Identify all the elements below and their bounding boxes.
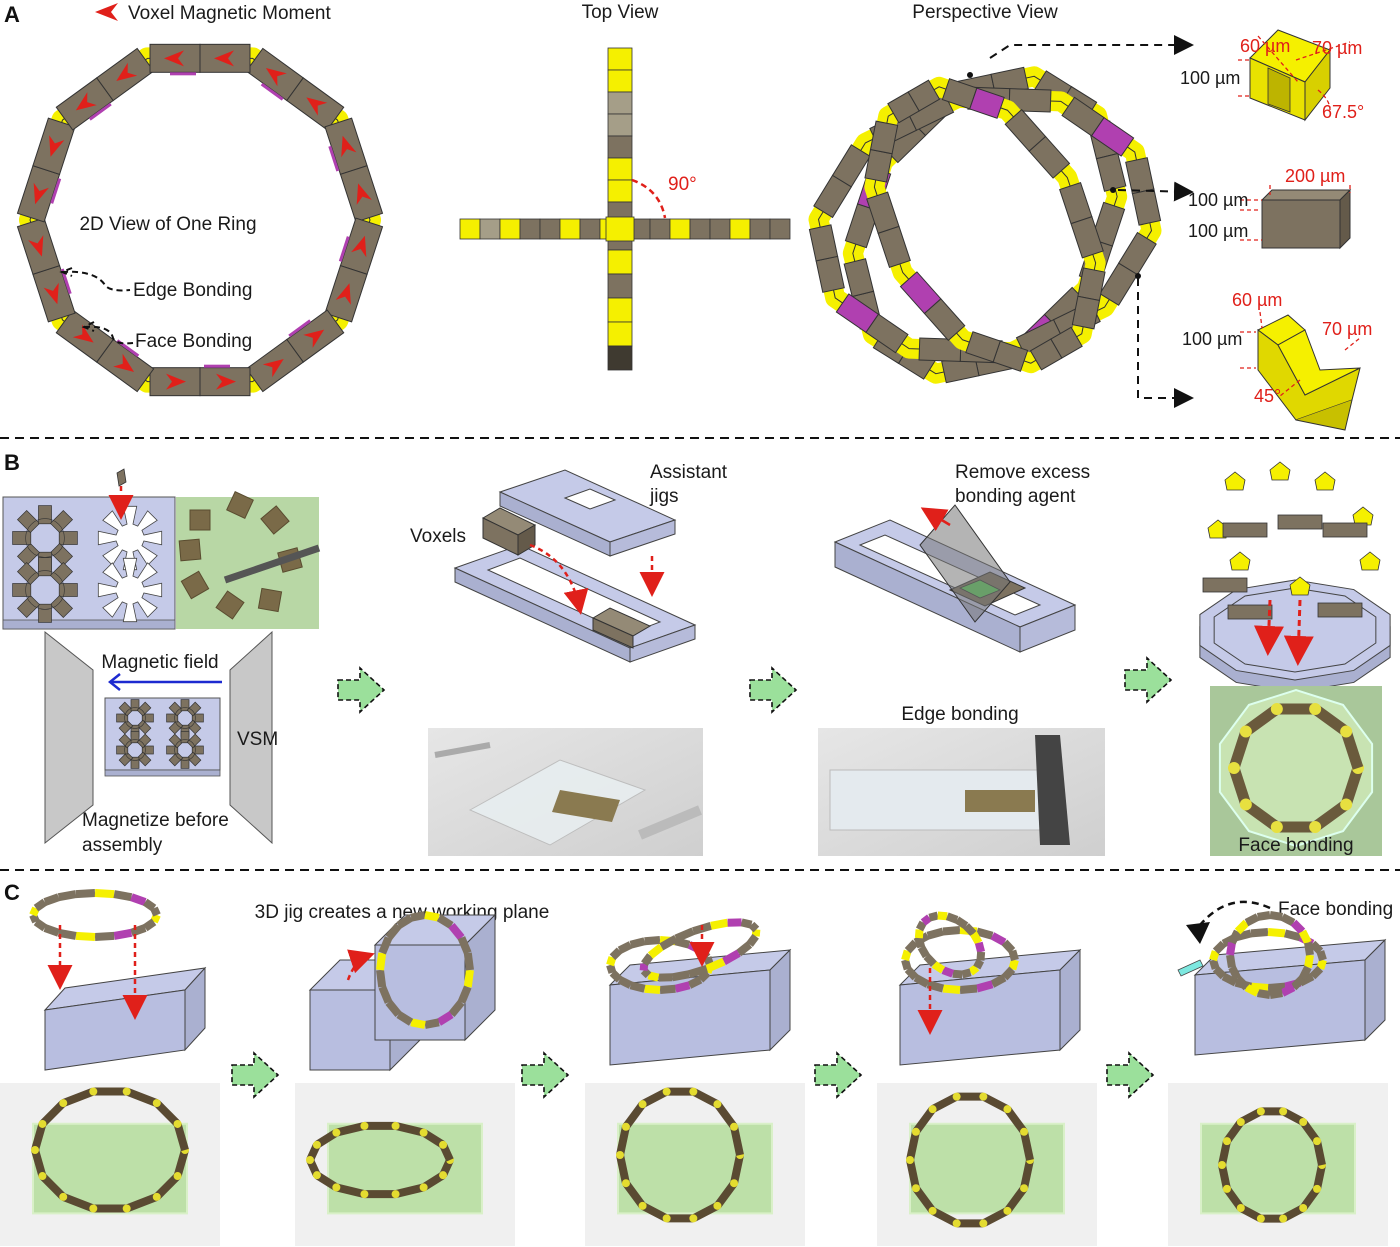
angle-arc (631, 178, 667, 219)
perspective-ring-assembly (808, 66, 1162, 384)
remove-excess-line2: bonding agent (955, 486, 1076, 507)
photo-edge-bonding (818, 728, 1105, 856)
syringe-tip-icon (1177, 959, 1204, 977)
voxel1-height: 100 µm (1180, 68, 1240, 88)
photo-jig-placement (428, 728, 703, 856)
voxel3-angle: 45° (1254, 386, 1281, 406)
step-arrow-icon (1106, 1051, 1155, 1099)
voxel1-angle: 67.5° (1322, 102, 1364, 122)
edge-bonding-diagram (833, 504, 1077, 653)
ring-voxel-pair (245, 47, 345, 131)
panel-label-c: C (4, 880, 20, 905)
voxel3-width: 60 µm (1232, 290, 1282, 310)
step-arrow-icon (1124, 656, 1173, 704)
moment-arrow-icon (116, 62, 138, 81)
voxel3-height: 100 µm (1182, 329, 1242, 349)
face-bonding-label: Face Bonding (135, 331, 252, 352)
moment-arrow-icon (72, 324, 94, 343)
face-bonding-pointer (81, 321, 134, 345)
moment-arrow-icon (113, 353, 135, 372)
callout-dot-3 (1135, 273, 1141, 279)
moment-arrow-icon (75, 92, 97, 111)
magnetic-moment-legend-icon (95, 3, 118, 21)
ring-2d-label: 2D View of One Ring (79, 214, 256, 235)
voxel2-width: 100 µm (1188, 190, 1248, 210)
step-arrow-icon (749, 666, 798, 714)
moment-arrow-icon (341, 135, 357, 158)
voxel1-depth: 70 µm (1312, 38, 1362, 58)
magnetize-line1: Magnetize before (82, 810, 229, 831)
face-bonding-c-pointer (1199, 900, 1271, 926)
assistant-jig-diagram (453, 469, 697, 663)
callout-dot-1 (967, 72, 973, 78)
magnetic-field-label: Magnetic field (101, 652, 218, 673)
moment-arrow-icon (214, 50, 234, 67)
moment-arrow-icon (166, 373, 186, 390)
callout-arrow-1 (989, 35, 1194, 59)
assistant-jigs-line1: Assistant (650, 462, 728, 483)
moment-arrow-icon (43, 282, 59, 305)
ring-voxel-pair (16, 217, 76, 323)
moment-arrow-icon (216, 373, 236, 390)
voxel-detail-1 (1238, 29, 1351, 122)
voxel-detail-3 (1240, 311, 1361, 431)
face-bonding-c-arrowhead (1186, 922, 1210, 944)
photo-face-bonding (1210, 686, 1382, 856)
panel-label-b: B (4, 450, 20, 475)
face-bonding-diagram (1199, 461, 1391, 693)
legend-label: Voxel Magnetic Moment (128, 3, 331, 24)
moment-arrow-icon (262, 359, 284, 378)
voxel-template-plate (2, 468, 176, 630)
top-view-title: Top View (582, 2, 659, 23)
moment-arrow-icon (28, 235, 44, 257)
panel-label-a: A (4, 2, 20, 27)
moment-arrow-icon (306, 97, 328, 116)
top-view-cross (459, 47, 791, 371)
remove-excess-line1: Remove excess (955, 462, 1090, 483)
voxel3-depth: 70 µm (1322, 319, 1372, 339)
perspective-view-title: Perspective View (912, 2, 1058, 23)
ring-voxel-pair (55, 47, 155, 131)
moment-arrow-icon (335, 283, 351, 305)
edge-bonding-label: Edge Bonding (133, 280, 252, 301)
ring-voxel-pair (16, 117, 76, 223)
face-bonding-b-label: Face bonding (1238, 835, 1353, 856)
callout-arrow-3 (1137, 278, 1194, 408)
face-bonding-c-label: Face bonding (1278, 899, 1393, 920)
voxel-detail-2 (1240, 185, 1352, 250)
vsm-label: VSM (237, 729, 278, 750)
moment-arrow-icon (33, 182, 49, 205)
callout-arrow-2 (1117, 181, 1194, 202)
vsm-magnet (44, 630, 273, 845)
ring-voxel-pair (324, 217, 384, 323)
ring-2d-view (16, 43, 384, 397)
ring-voxel-pair (324, 117, 384, 223)
voxels-label: Voxels (410, 526, 466, 547)
ring-voxel-pair (149, 43, 251, 76)
ring-voxel-pair (149, 364, 251, 397)
step-arrow-icon (814, 1051, 863, 1099)
step-arrow-icon (231, 1051, 280, 1099)
ring-voxel-pair (245, 309, 345, 393)
assistant-jigs-line2: jigs (649, 486, 679, 507)
edge-bonding-b-label: Edge bonding (901, 704, 1018, 725)
moment-arrow-icon (351, 235, 367, 258)
step-arrow-icon (337, 666, 386, 714)
voxel2-length: 200 µm (1285, 166, 1345, 186)
moment-arrow-icon (303, 329, 325, 348)
voxel1-width: 60 µm (1240, 36, 1290, 56)
photo-voxel-template (176, 491, 321, 629)
callout-dot-2 (1110, 187, 1116, 193)
edge-bonding-pointer (59, 267, 131, 292)
moment-arrow-icon (49, 135, 65, 157)
moment-arrow-icon (356, 183, 372, 205)
step-arrow-icon (521, 1051, 570, 1099)
angle-90-label: 90° (668, 174, 697, 195)
moment-arrow-icon (265, 68, 287, 87)
panel-c-steps (0, 889, 1388, 1246)
magnetize-line2: assembly (82, 835, 163, 856)
voxel2-height: 100 µm (1188, 221, 1248, 241)
moment-arrow-icon (164, 50, 184, 67)
